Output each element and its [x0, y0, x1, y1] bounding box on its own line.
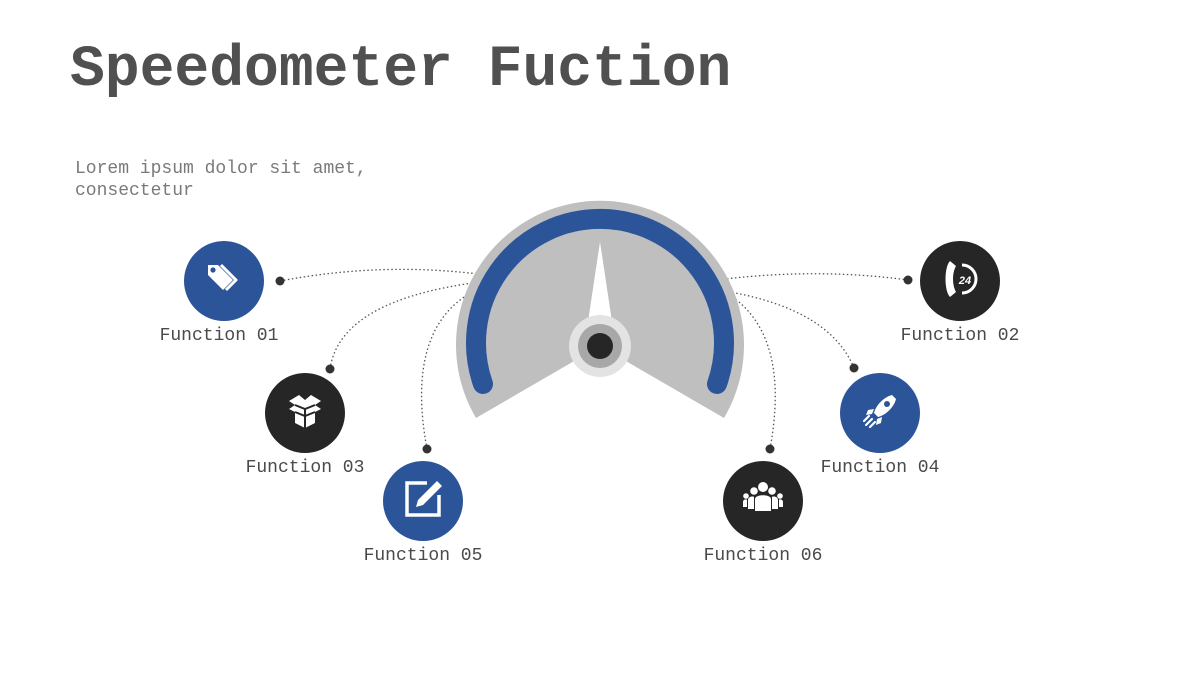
function-02-label: Function 02 [900, 326, 1020, 346]
connector-dot-02 [903, 275, 913, 285]
connector-05 [421, 291, 473, 450]
svg-text:24: 24 [958, 275, 971, 287]
function-05-badge [383, 461, 463, 541]
connector-02 [724, 273, 909, 281]
box-icon [281, 387, 329, 440]
page-title: Speedometer Fuction [70, 38, 732, 103]
gauge-needle [586, 242, 614, 335]
price-tag-icon [202, 257, 246, 306]
connector-06 [733, 297, 776, 450]
connector-04 [729, 291, 855, 369]
speedometer-gauge [455, 200, 744, 418]
gauge-arc [466, 208, 734, 394]
edit-icon [399, 475, 447, 528]
function-06-badge [723, 461, 803, 541]
function-04-label: Function 04 [820, 458, 940, 478]
subtitle: Lorem ipsum dolor sit amet, consectetur [75, 159, 367, 201]
function-04-badge [840, 373, 920, 453]
gauge-hub-center [587, 333, 613, 359]
connector-03 [329, 281, 481, 370]
connector-01 [279, 268, 479, 282]
function-01-label: Function 01 [159, 326, 279, 346]
connector-dot-04 [849, 363, 859, 373]
rocket-icon [858, 389, 902, 438]
team-icon [739, 475, 787, 528]
function-06-label: Function 06 [703, 546, 823, 566]
connector-dot-03 [325, 364, 335, 374]
connector-dot-06 [765, 444, 775, 454]
function-05-label: Function 05 [363, 546, 483, 566]
connector-dots [275, 275, 913, 454]
connector-dot-05 [422, 444, 432, 454]
function-02-badge: 24 [920, 241, 1000, 321]
connector-lines [279, 268, 909, 450]
function-03-badge [265, 373, 345, 453]
connector-dot-01 [275, 276, 285, 286]
function-01-badge [184, 241, 264, 321]
phone-24-icon: 24 [936, 255, 984, 308]
function-03-label: Function 03 [245, 458, 365, 478]
